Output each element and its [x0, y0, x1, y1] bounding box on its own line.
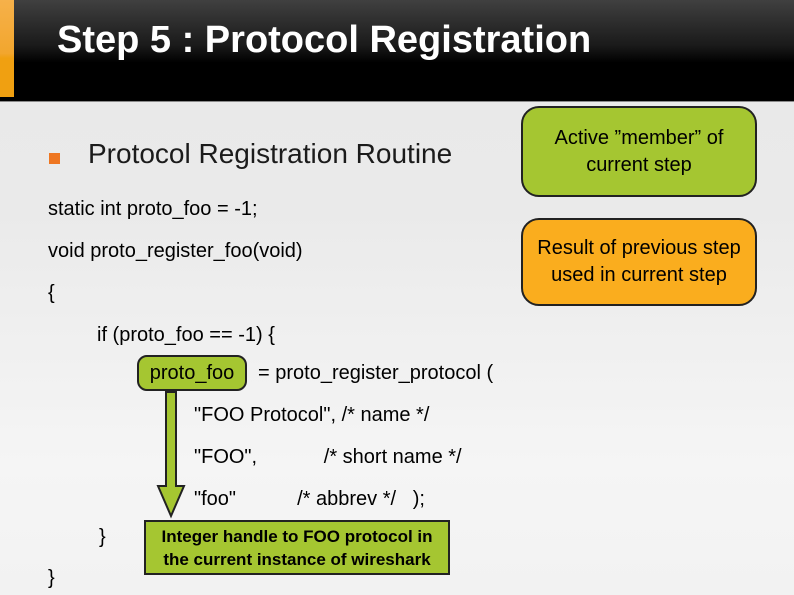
- code-line-if: if (proto_foo == -1) {: [97, 324, 275, 346]
- code-line-name: "FOO Protocol", /* name */: [194, 404, 430, 426]
- proto-foo-token: proto_foo: [149, 361, 235, 384]
- code-line-assign: = proto_register_protocol (: [258, 362, 494, 384]
- code-line-static: static int proto_foo = -1;: [48, 198, 258, 220]
- callout-active-member: Active ”member” of current step: [521, 106, 757, 197]
- slide-header: Step 5 : Protocol Registration: [0, 0, 794, 102]
- proto-foo-highlight-box: proto_foo: [137, 355, 247, 391]
- code-line-abbrev: "foo" /* abbrev */ );: [194, 488, 425, 510]
- code-line-close-inner: }: [99, 526, 106, 548]
- callout-result-previous-text: Result of previous step used in current …: [537, 237, 741, 286]
- code-line-void: void proto_register_foo(void): [48, 240, 303, 262]
- bullet-text: Protocol Registration Routine: [88, 138, 453, 169]
- code-line-short-name: "FOO", /* short name */: [194, 446, 462, 468]
- slide-title: Step 5 : Protocol Registration: [57, 19, 592, 61]
- code-line-open-brace: {: [48, 282, 55, 304]
- callout-result-previous: Result of previous step used in current …: [521, 218, 757, 306]
- callout-integer-handle: Integer handle to FOO protocol in the cu…: [144, 520, 450, 575]
- bullet-square-icon: [49, 153, 60, 164]
- callout-integer-handle-text: Integer handle to FOO protocol in the cu…: [161, 526, 433, 569]
- accent-bar: [0, 0, 14, 97]
- code-line-close-outer: }: [48, 567, 55, 589]
- callout-active-member-text: Active ”member” of current step: [554, 126, 724, 176]
